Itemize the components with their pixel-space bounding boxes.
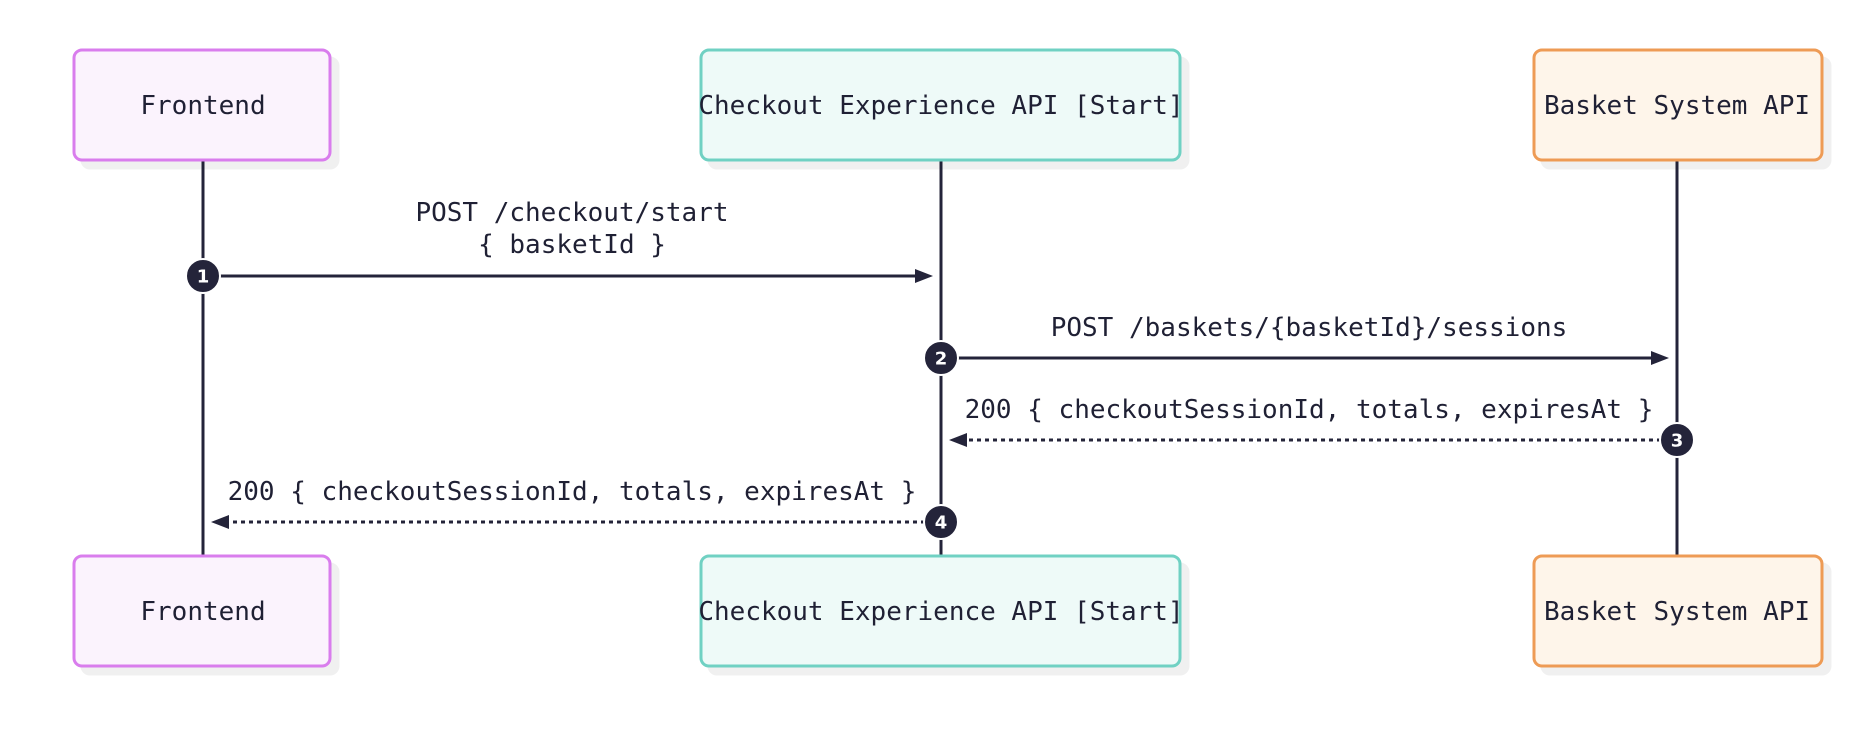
arrowhead-icon bbox=[949, 433, 967, 447]
participant-box bbox=[699, 554, 1182, 668]
participant-label: Checkout Experience API [Start] bbox=[698, 91, 1183, 121]
message-3: 200 { checkoutSessionId, totals, expires… bbox=[949, 395, 1695, 458]
sequence-number-badge: 2 bbox=[923, 340, 959, 376]
participant-label: Basket System API bbox=[1544, 597, 1810, 627]
message-label: 200 { checkoutSessionId, totals, expires… bbox=[228, 477, 917, 507]
participant-box bbox=[72, 554, 332, 668]
participant-box bbox=[1532, 554, 1824, 668]
arrowhead-icon bbox=[915, 269, 933, 283]
participant-box bbox=[699, 48, 1182, 162]
sequence-number-circle bbox=[185, 258, 221, 294]
sequence-number: 4 bbox=[935, 513, 948, 534]
arrowhead-icon bbox=[211, 515, 229, 529]
message-label: POST /checkout/start bbox=[415, 198, 728, 228]
sequence-number-badge: 4 bbox=[923, 504, 959, 540]
participant-top-frontend: Frontend bbox=[72, 48, 332, 162]
message-2: POST /baskets/{basketId}/sessions 2 bbox=[923, 313, 1669, 376]
participant-bottom-frontend: Frontend bbox=[72, 554, 332, 668]
participant-label: Frontend bbox=[140, 597, 265, 627]
sequence-number-badge: 1 bbox=[185, 258, 221, 294]
sequence-number: 3 bbox=[1671, 431, 1684, 452]
participant-box bbox=[1532, 48, 1824, 162]
sequence-number-circle bbox=[1659, 422, 1695, 458]
participant-label: Frontend bbox=[140, 91, 265, 121]
sequence-number-circle bbox=[923, 340, 959, 376]
message-1: POST /checkout/start{ basketId } 1 bbox=[185, 198, 933, 294]
message-4: 200 { checkoutSessionId, totals, expires… bbox=[211, 477, 959, 540]
message-label: POST /baskets/{basketId}/sessions bbox=[1051, 313, 1568, 343]
participant-top-basket: Basket System API bbox=[1532, 48, 1824, 162]
participant-bottom-checkout: Checkout Experience API [Start] bbox=[698, 554, 1184, 668]
sequence-number: 1 bbox=[197, 267, 210, 288]
arrowhead-icon bbox=[1651, 351, 1669, 365]
participant-top-checkout: Checkout Experience API [Start] bbox=[698, 48, 1184, 162]
participant-label: Checkout Experience API [Start] bbox=[698, 597, 1183, 627]
sequence-number-badge: 3 bbox=[1659, 422, 1695, 458]
participant-box bbox=[72, 48, 332, 162]
sequence-number-circle bbox=[923, 504, 959, 540]
sequence-number: 2 bbox=[935, 349, 948, 370]
message-label: { basketId } bbox=[478, 230, 666, 260]
message-label: 200 { checkoutSessionId, totals, expires… bbox=[965, 395, 1654, 425]
participant-bottom-basket: Basket System API bbox=[1532, 554, 1824, 668]
participant-label: Basket System API bbox=[1544, 91, 1810, 121]
